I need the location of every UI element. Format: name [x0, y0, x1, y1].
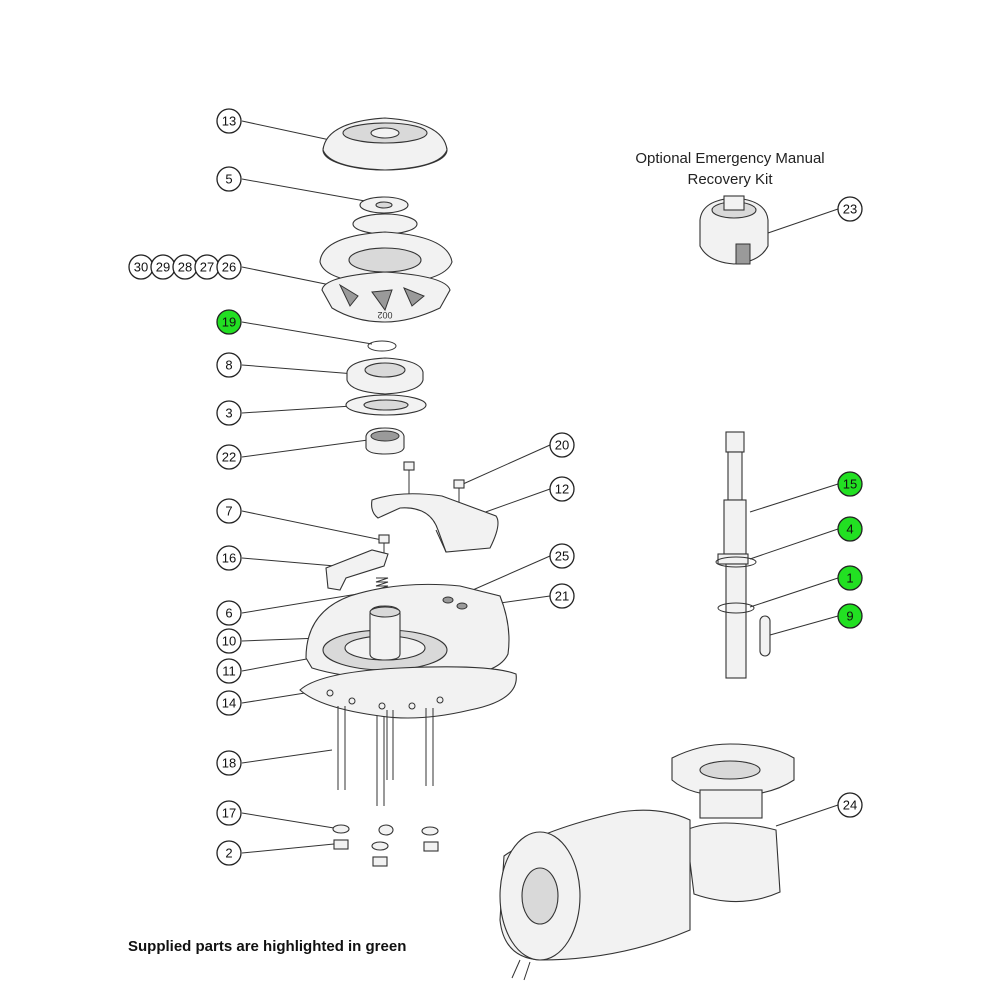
- callout-4: 4: [837, 516, 863, 542]
- part-17-2-nuts-washers: [332, 824, 439, 867]
- callout-28: 28: [172, 254, 198, 280]
- callout-3-label: 3: [225, 406, 232, 421]
- callout-18-label: 18: [222, 756, 236, 771]
- part-26-drum-assembly: 002: [319, 213, 453, 323]
- callout-6-label: 6: [225, 606, 232, 621]
- callout-26: 26: [216, 254, 242, 280]
- callout-30: 30: [128, 254, 154, 280]
- part-19-circlip: [367, 340, 397, 352]
- part-11-base-housing: [305, 583, 510, 681]
- callout-28-label: 28: [178, 260, 192, 275]
- callout-12-label: 12: [555, 482, 569, 497]
- callout-13-label: 13: [222, 114, 236, 129]
- callout-16: 16: [216, 545, 242, 571]
- part-18-studs: [337, 706, 434, 806]
- callout-27-label: 27: [200, 260, 214, 275]
- callout-11: 11: [216, 658, 242, 684]
- part-12-gypsy-guard: [371, 493, 499, 553]
- callout-20: 20: [549, 432, 575, 458]
- callout-23-label: 23: [843, 202, 857, 217]
- callout-10-label: 10: [222, 634, 236, 649]
- callout-10: 10: [216, 628, 242, 654]
- callout-14-label: 14: [222, 696, 236, 711]
- callout-17: 17: [216, 800, 242, 826]
- part-16-stripper-arm: [325, 549, 389, 591]
- callout-30-label: 30: [134, 260, 148, 275]
- callout-8: 8: [216, 352, 242, 378]
- callout-2-label: 2: [225, 846, 232, 861]
- part-25-21-fittings: [442, 596, 468, 610]
- callout-1-label: 1: [846, 571, 853, 586]
- callout-27: 27: [194, 254, 220, 280]
- callout-8-label: 8: [225, 358, 232, 373]
- callout-12: 12: [549, 476, 575, 502]
- callout-22-label: 22: [222, 450, 236, 465]
- callout-4-label: 4: [846, 522, 853, 537]
- callout-24: 24: [837, 792, 863, 818]
- part-3-seal-plate: [345, 394, 427, 416]
- part-22-seal: [365, 427, 405, 455]
- callout-5: 5: [216, 166, 242, 192]
- part-24-motor-gearbox: [499, 743, 795, 981]
- part-15-shaft: [717, 431, 749, 679]
- recovery-kit-caption-line1: Optional Emergency Manual: [635, 150, 825, 167]
- callout-25: 25: [549, 543, 575, 569]
- callout-17-label: 17: [222, 806, 236, 821]
- callout-19: 19: [216, 309, 242, 335]
- callout-19-label: 19: [222, 315, 236, 330]
- callout-29-label: 29: [156, 260, 170, 275]
- drum-marking-text: 002: [377, 310, 392, 320]
- recovery-kit-caption-line2: Recovery Kit: [687, 171, 773, 188]
- callout-21-label: 21: [555, 589, 569, 604]
- part-13-drum-cap: [322, 117, 448, 171]
- callout-3: 3: [216, 400, 242, 426]
- part-4-1-rings: [715, 556, 757, 614]
- callout-21: 21: [549, 583, 575, 609]
- part-23-recovery-kit: [699, 195, 769, 265]
- callout-18: 18: [216, 750, 242, 776]
- callout-14: 14: [216, 690, 242, 716]
- callout-9-label: 9: [846, 609, 853, 624]
- callout-23: 23: [837, 196, 863, 222]
- part-5-washer: [359, 196, 409, 214]
- callout-7: 7: [216, 498, 242, 524]
- callout-25-label: 25: [555, 549, 569, 564]
- supplied-parts-note: Supplied parts are highlighted in green: [128, 938, 407, 955]
- callout-24-label: 24: [843, 798, 857, 813]
- part-9-key: [759, 615, 771, 657]
- callout-29: 29: [150, 254, 176, 280]
- callout-20-label: 20: [555, 438, 569, 453]
- callout-15: 15: [837, 471, 863, 497]
- callout-5-label: 5: [225, 172, 232, 187]
- callout-11-label: 11: [222, 664, 236, 679]
- callout-1: 1: [837, 565, 863, 591]
- callout-26-label: 26: [222, 260, 236, 275]
- callout-2: 2: [216, 840, 242, 866]
- callout-22: 22: [216, 444, 242, 470]
- callout-13: 13: [216, 108, 242, 134]
- recovery-kit-caption: Optional Emergency Manual Recovery Kit: [600, 148, 860, 190]
- callout-16-label: 16: [222, 551, 236, 566]
- part-14-gasket: [299, 666, 517, 719]
- callout-15-label: 15: [843, 477, 857, 492]
- part-8-bearing-housing: [346, 357, 424, 395]
- callout-7-label: 7: [225, 504, 232, 519]
- callout-6: 6: [216, 600, 242, 626]
- callout-9: 9: [837, 603, 863, 629]
